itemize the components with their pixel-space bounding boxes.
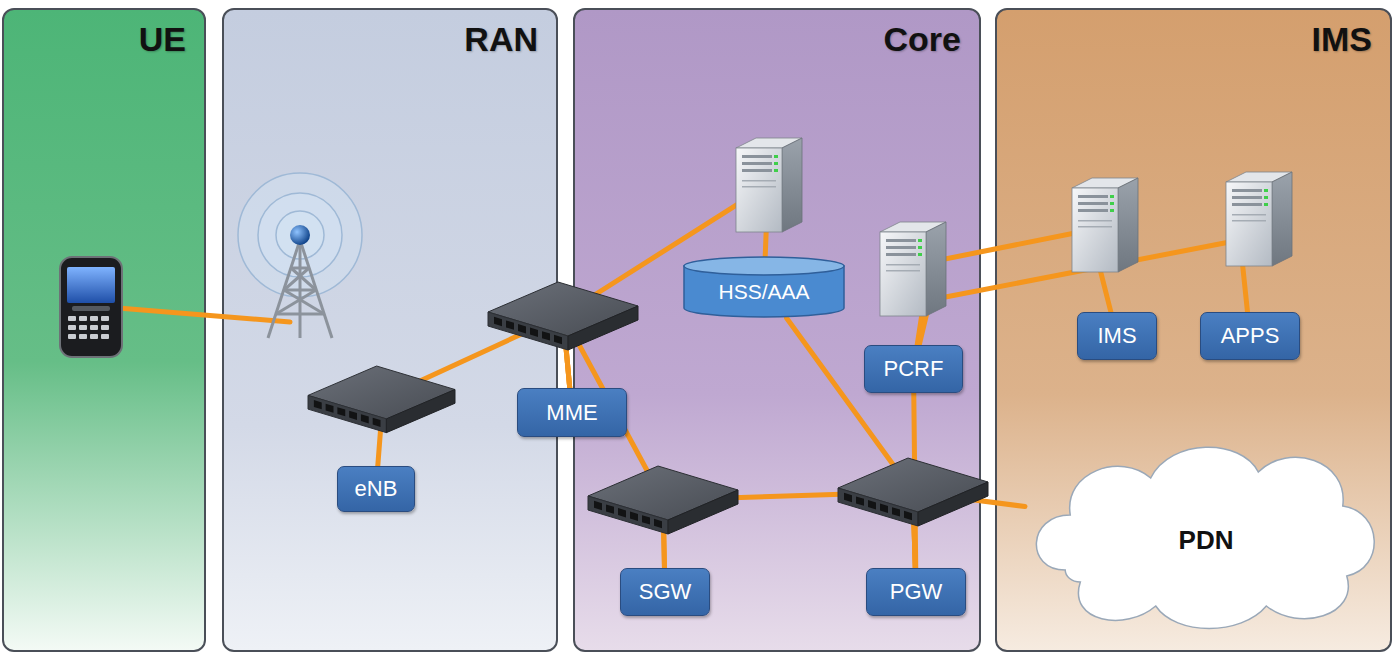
pgw-switch (838, 458, 988, 526)
mme-switch (488, 282, 638, 350)
cloud-shape (1036, 447, 1374, 628)
node-label: APPS (1200, 312, 1300, 360)
enb-switch (308, 366, 455, 433)
cylinder-top (684, 257, 844, 275)
ims-server (1072, 178, 1138, 272)
panel-heading: IMS (1312, 20, 1372, 59)
antenna-tower (268, 240, 332, 338)
node-label-text: PCRF (884, 356, 944, 382)
node-label: PCRF (864, 345, 963, 393)
apps-server (1226, 172, 1292, 266)
node-label-text: eNB (355, 476, 398, 502)
node-label-text: IMS (1097, 323, 1136, 349)
node-label: IMS (1077, 312, 1157, 360)
node-label-text: PDN (1179, 505, 1234, 556)
node-label: PGW (866, 568, 966, 616)
network-cloud: PDN (1025, 420, 1387, 640)
panel-heading: RAN (464, 20, 538, 59)
node-label: SGW (620, 568, 710, 616)
hss-server (736, 138, 802, 232)
node-label-text: PGW (890, 579, 943, 605)
database-cylinder: HSS/AAA (683, 256, 845, 318)
pcrf-server (880, 222, 946, 316)
network-link (787, 318, 916, 568)
antenna-tip (290, 225, 310, 245)
node-label-text: MME (546, 400, 597, 426)
node-label: MME (517, 388, 627, 437)
node-label: eNB (337, 466, 415, 512)
node-label-text: SGW (639, 579, 692, 605)
sgw-switch (588, 466, 738, 534)
network-link (563, 315, 664, 568)
node-label-text: APPS (1221, 323, 1280, 349)
panel-heading: UE (139, 20, 186, 59)
radio-link (118, 308, 290, 322)
ims-panel: IMS IMS APPS PDN (995, 8, 1392, 652)
panel-heading: Core (884, 20, 961, 59)
mobile-phone (60, 257, 122, 357)
node-label-text: HSS/AAA (718, 270, 809, 304)
